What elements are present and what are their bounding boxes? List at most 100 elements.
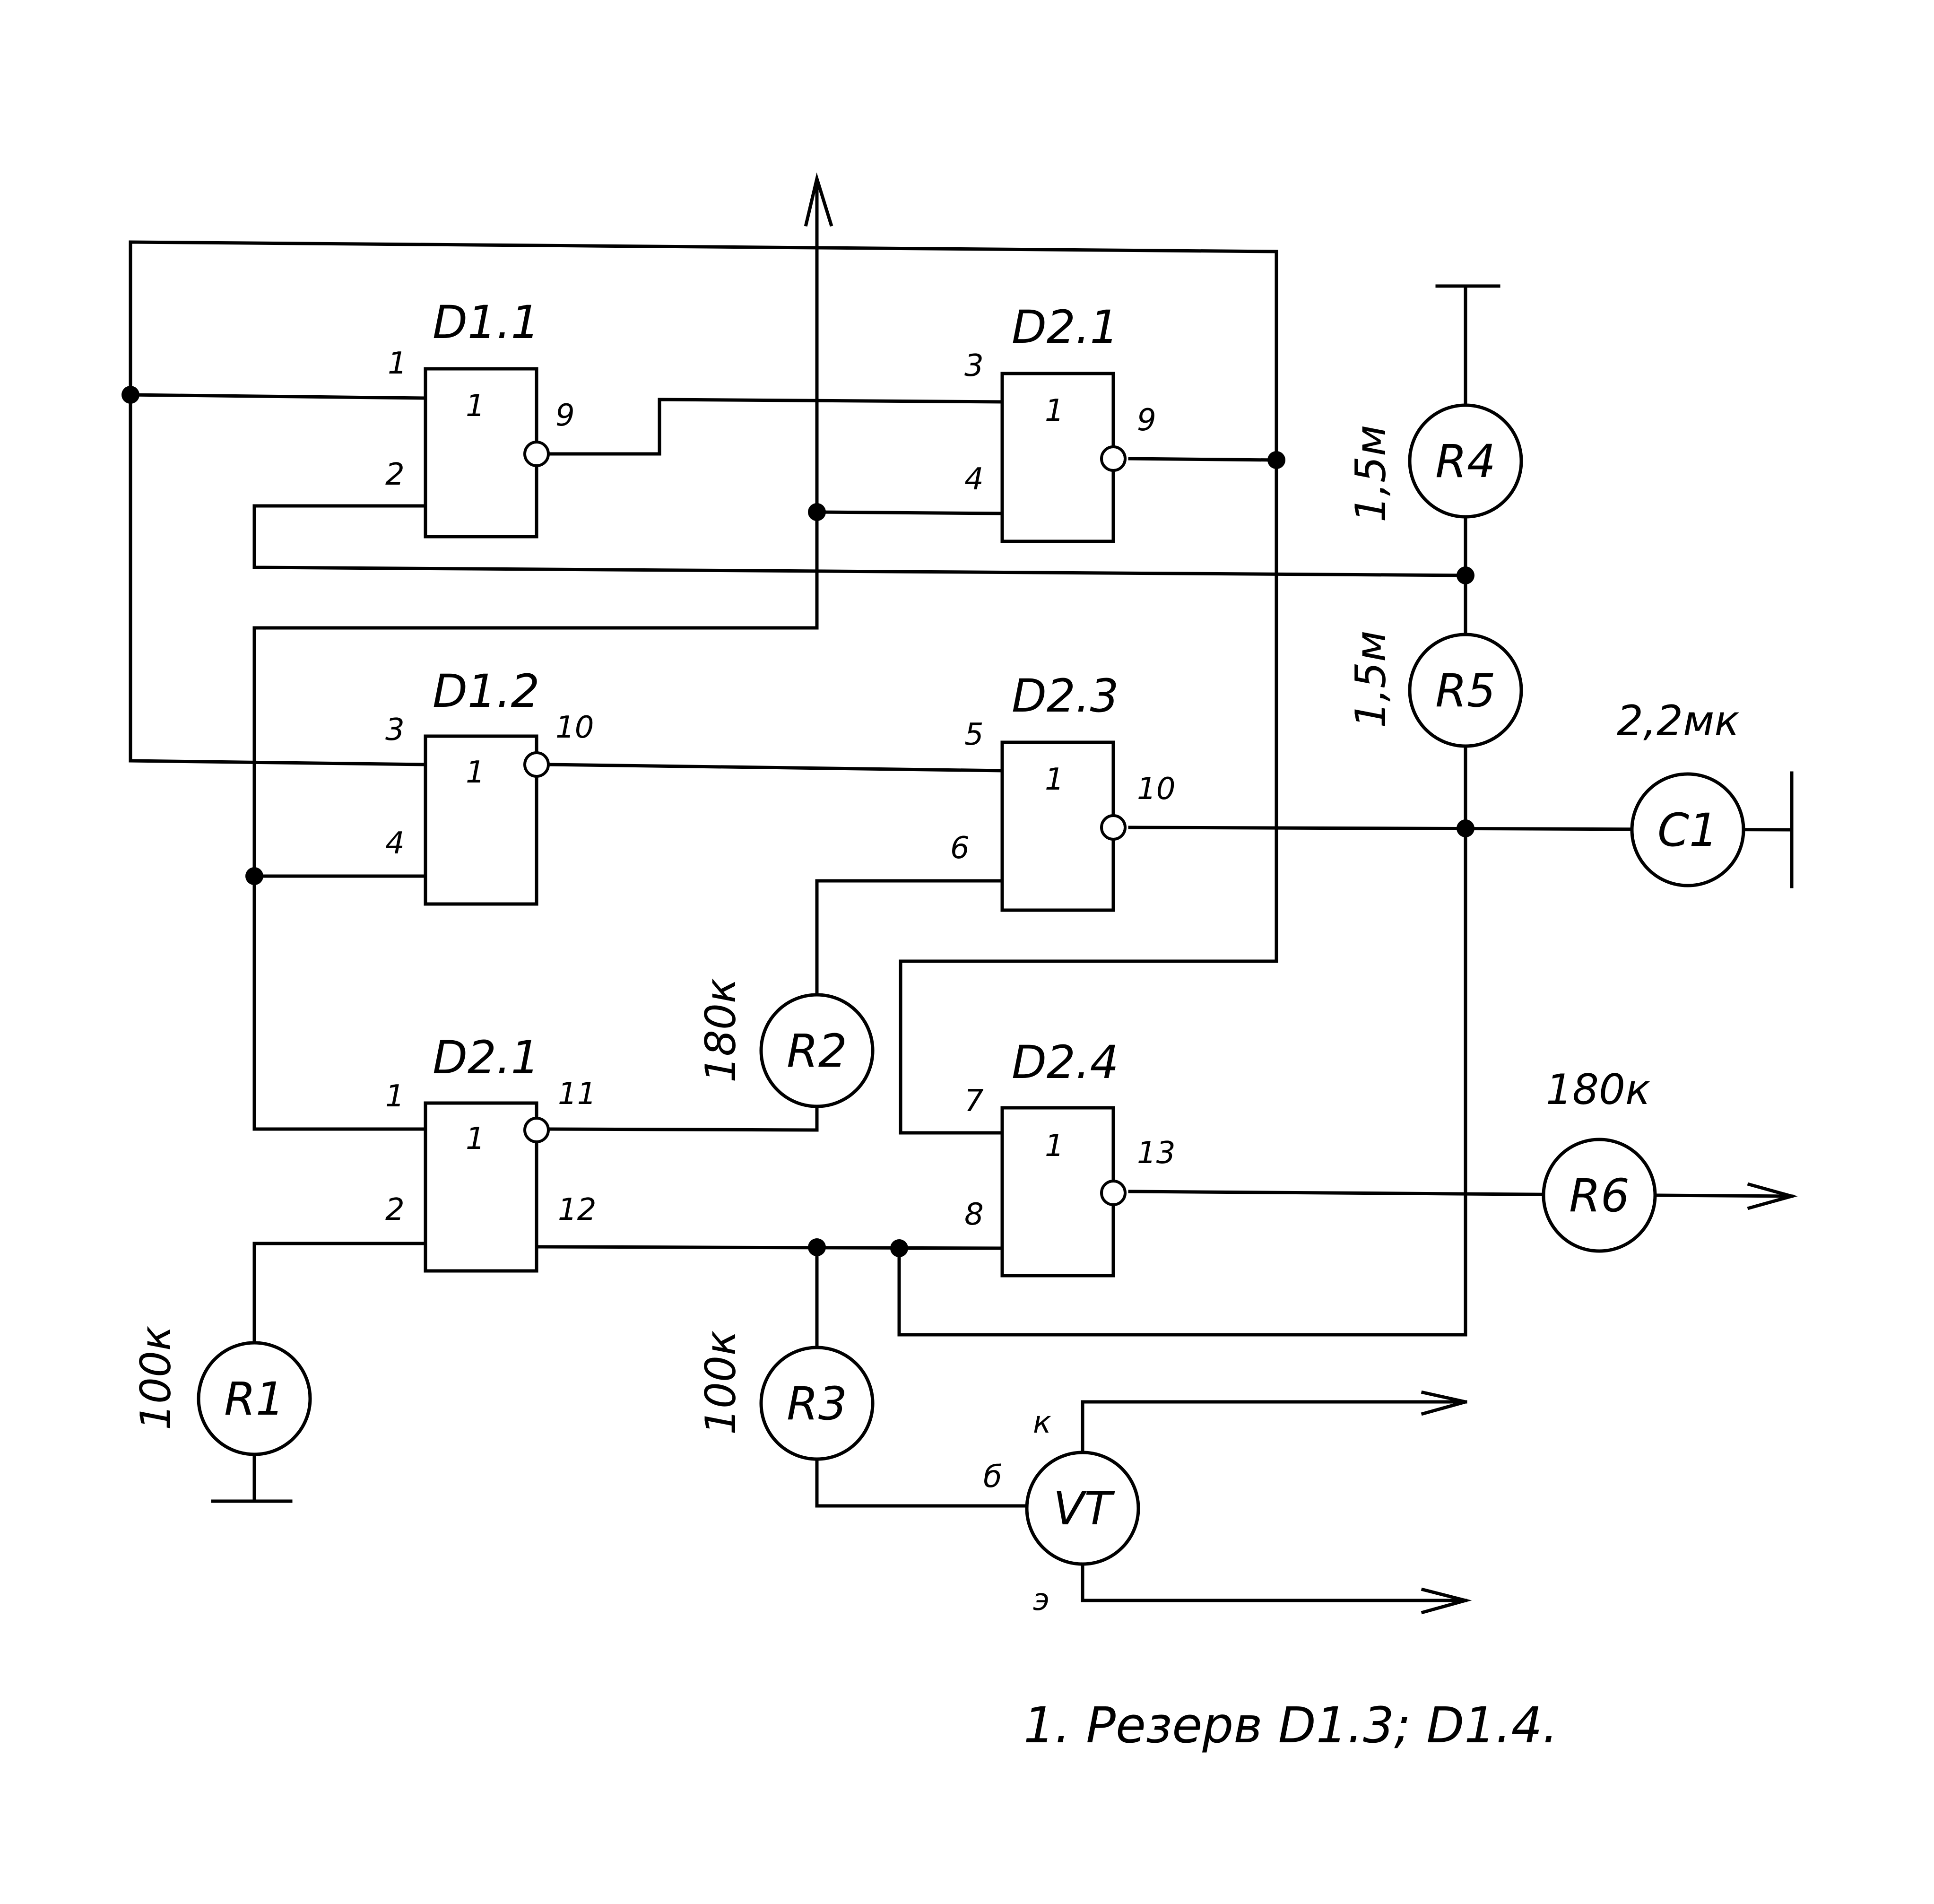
gate-label: D1.1 bbox=[433, 296, 540, 349]
inverter-bubble-icon bbox=[1100, 1180, 1127, 1206]
component-value: 1,5м bbox=[1346, 425, 1395, 522]
component-label: R6 bbox=[1569, 1169, 1630, 1222]
pin-label: 3 bbox=[964, 348, 984, 383]
wires bbox=[129, 183, 1794, 1602]
junction-dot bbox=[121, 386, 139, 404]
gate-label: D2.1 bbox=[433, 1031, 540, 1084]
junction-dot bbox=[1267, 451, 1285, 469]
pin-label: 4 bbox=[964, 462, 984, 497]
pin-label: 11 bbox=[558, 1077, 596, 1112]
component-value: 2,2мк bbox=[1617, 696, 1740, 745]
pin-label: 12 bbox=[558, 1192, 596, 1227]
component-label: C1 bbox=[1657, 804, 1718, 857]
wire-bottom-loop bbox=[897, 1246, 1467, 1337]
gate-body bbox=[424, 734, 538, 906]
component-body bbox=[759, 993, 875, 1108]
resistor-r6: R6 180к bbox=[1542, 1065, 1657, 1253]
component-label: VT bbox=[1053, 1482, 1115, 1535]
component-label: R3 bbox=[787, 1377, 847, 1430]
wire-d21a-pin4 bbox=[815, 510, 1004, 515]
gate-body bbox=[1000, 1106, 1115, 1278]
pin-label: 9 bbox=[1137, 403, 1156, 438]
pin-label: 2 bbox=[385, 1192, 405, 1227]
gate-label: D2.4 bbox=[1012, 1036, 1119, 1089]
gate-function: 1 bbox=[466, 389, 485, 424]
pin-label: 6 bbox=[950, 831, 970, 866]
wire-d11-pin2 bbox=[252, 504, 1467, 577]
pin-label: 3 bbox=[385, 713, 405, 748]
junction-dot bbox=[245, 867, 263, 885]
gate-label: D1.2 bbox=[433, 665, 540, 718]
gate-function: 1 bbox=[466, 1122, 485, 1156]
junction-dot bbox=[1457, 566, 1474, 584]
pin-label: 1 bbox=[385, 1079, 405, 1114]
wire-d21a-out bbox=[1128, 457, 1278, 462]
component-value: 180к bbox=[696, 978, 745, 1083]
gate-body bbox=[424, 1101, 538, 1273]
inverter-bubble-icon bbox=[1100, 445, 1127, 472]
component-value: 1,5м bbox=[1346, 631, 1395, 728]
gate-label: D2.1 bbox=[1012, 301, 1119, 354]
component-label: R1 bbox=[224, 1373, 285, 1426]
component-label: R4 bbox=[1435, 435, 1496, 488]
gate-function: 1 bbox=[1045, 1129, 1064, 1164]
inverter-bubble-icon bbox=[1100, 814, 1127, 841]
wire-d21b-pin12 bbox=[532, 1245, 1004, 1250]
footnote: 1. Резерв D1.3; D1.4. bbox=[1023, 1696, 1558, 1754]
gate-d1-2: D1.2 1 3 4 10 bbox=[385, 665, 594, 906]
wire-r3 bbox=[815, 1245, 1028, 1508]
junction-dot bbox=[890, 1239, 908, 1257]
component-label: R5 bbox=[1435, 664, 1496, 717]
pin-label: 4 bbox=[385, 826, 405, 861]
inverter-bubble-icon bbox=[523, 751, 550, 778]
wire-center-down bbox=[252, 510, 819, 1131]
wire-vt-collector bbox=[1081, 1400, 1467, 1468]
wire-r2 bbox=[546, 879, 1004, 1132]
resistor-r3: R3 100к bbox=[696, 1330, 875, 1461]
emitter-label: э bbox=[1033, 1582, 1049, 1617]
pin-label: 5 bbox=[964, 717, 984, 752]
component-body bbox=[197, 1341, 312, 1456]
resistor-r4: R4 1,5м bbox=[1346, 403, 1523, 522]
arrow-r6-icon bbox=[1747, 1182, 1798, 1210]
resistor-r5: R5 1,5м bbox=[1346, 631, 1523, 748]
junctions bbox=[121, 386, 1474, 1257]
arrow-collector-icon bbox=[1421, 1390, 1466, 1416]
pin-label: 8 bbox=[964, 1197, 984, 1232]
component-value: 180к bbox=[1546, 1065, 1650, 1114]
base-label: б bbox=[983, 1460, 1002, 1495]
pin-label: 10 bbox=[1137, 772, 1175, 807]
wire-d12-pin3 bbox=[129, 759, 427, 766]
junction-dot bbox=[1457, 819, 1474, 837]
arrows bbox=[804, 172, 1798, 1615]
wire-d24-out bbox=[1128, 1190, 1794, 1198]
wire-top-loop bbox=[129, 240, 1278, 1135]
arrow-emitter-icon bbox=[1421, 1587, 1472, 1615]
wire-vt-emitter bbox=[1081, 1549, 1467, 1602]
inverter-bubble-icon bbox=[523, 1117, 550, 1143]
pin-label: 9 bbox=[555, 398, 575, 433]
gate-d2-4: D2.4 1 7 8 13 bbox=[964, 1036, 1175, 1278]
pin-label: 1 bbox=[388, 346, 407, 381]
pin-label: 7 bbox=[964, 1084, 984, 1119]
gate-d2-1-upper: D2.1 1 3 4 9 bbox=[964, 301, 1156, 543]
component-body bbox=[1630, 772, 1745, 887]
junction-dot bbox=[808, 1238, 826, 1256]
junction-dot bbox=[808, 503, 826, 521]
capacitor-c1: C1 2,2мк bbox=[1617, 696, 1745, 887]
gate-label: D2.3 bbox=[1012, 669, 1119, 722]
component-label: R2 bbox=[787, 1025, 847, 1078]
gate-d2-3: D2.3 1 5 6 10 bbox=[950, 669, 1175, 912]
inverter-bubble-icon bbox=[523, 441, 550, 467]
gate-function: 1 bbox=[466, 755, 485, 790]
gate-d1-1: D1.1 1 1 2 9 bbox=[385, 296, 575, 539]
gate-function: 1 bbox=[1045, 393, 1064, 428]
component-value: 100к bbox=[131, 1326, 180, 1430]
arrow-up-icon bbox=[804, 172, 833, 227]
pin-label: 13 bbox=[1137, 1136, 1175, 1171]
component-body bbox=[1408, 403, 1523, 519]
component-body bbox=[1542, 1138, 1657, 1253]
wire-d12-out bbox=[546, 763, 1004, 773]
transistor-vt: VT к б э bbox=[983, 1405, 1140, 1617]
